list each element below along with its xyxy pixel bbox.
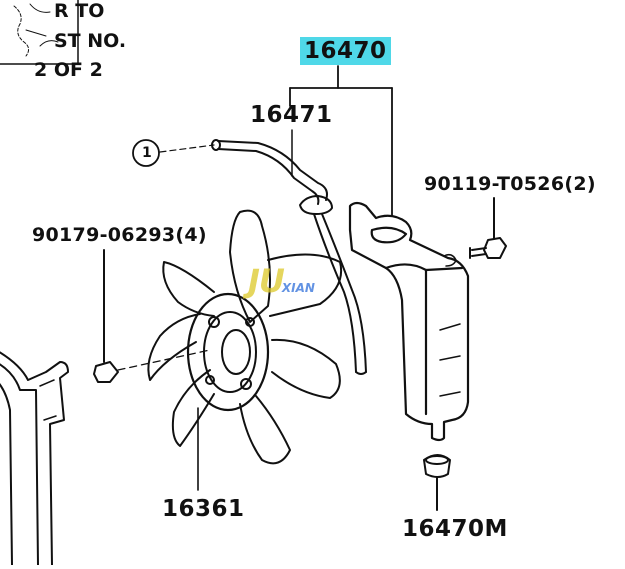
note-line-2: ST NO. [54,30,127,52]
part-number-highlight: 16470 [300,37,391,65]
thumbnail-inset [0,0,79,65]
watermark: JUXIAN [248,262,315,300]
cap-16470M [423,454,451,511]
radiator-shroud [0,351,69,566]
callout-leader [159,144,215,153]
callout-number: 1 [142,145,152,161]
watermark-sub: XIAN [281,281,315,295]
note-line-1: R TO [54,0,105,22]
callout-circle [132,139,160,167]
overflow-hose [211,139,367,375]
part-number-16470[interactable]: 16470 [300,37,391,65]
part-number-16361[interactable]: 16361 [162,496,245,522]
watermark-main: JU [248,262,285,300]
nut-90179 [93,249,211,383]
bolt-90119 [469,197,507,259]
part-number-90179[interactable]: 90179-06293(4) [32,224,207,246]
part-number-16470M[interactable]: 16470M [402,516,508,542]
note-line-3: 2 OF 2 [34,59,103,81]
reservoir-tank [348,201,470,442]
cooling-fan [147,209,342,491]
leader-16470 [289,65,393,217]
part-number-90119[interactable]: 90119-T0526(2) [424,173,596,195]
part-number-16471[interactable]: 16471 [250,102,333,128]
